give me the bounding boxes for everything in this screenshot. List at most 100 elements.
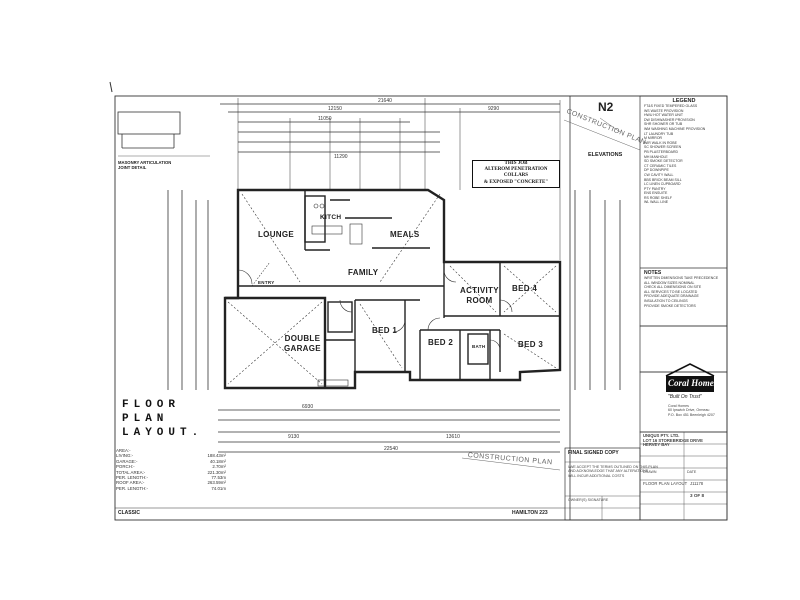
room-activity-line-2: ROOM	[466, 296, 493, 305]
area-row: TOTAL AREA:-221.30m²	[116, 469, 226, 475]
legend-item: CW CAVITY WALL	[644, 172, 674, 177]
title-line-3: LAYOUT.	[122, 427, 204, 439]
legend-title: LEGEND	[672, 98, 696, 104]
room-bed2: BED 2	[428, 338, 454, 347]
legend-item: LT LAUNDRY TUB	[644, 131, 674, 136]
notice-line-2: ALTEROM PENETRATION COLLARS	[484, 167, 548, 179]
note-item: CHECK ALL DIMENSIONS ON SITE	[644, 285, 702, 290]
legend-item: PB PLASTERBOARD	[644, 149, 679, 154]
room-activity: ACTIVITY ROOM	[460, 286, 499, 306]
masonry-detail-line-2: JOINT DETAIL	[118, 165, 147, 170]
legend-item: SD SMOKE DETECTOR	[644, 159, 683, 164]
client-line-3: HERVEY BAY	[643, 442, 670, 448]
note-item: PROVIDE SMOKE DETECTORS	[644, 303, 696, 308]
masonry-detail-label: MASONRY ARTICULATION JOINT DETAIL	[118, 160, 171, 170]
dim-bottom-overall: 22540	[384, 446, 398, 452]
signed-copy-line-3: WILL INCUR ADDITIONAL COSTS	[568, 473, 625, 478]
note-item: PROVIDE ADEQUATE DRAINAGE	[644, 294, 699, 299]
area-row: PER. LENGTH:-77.53m	[116, 475, 226, 481]
room-bed3: BED 3	[518, 340, 544, 349]
area-row: PER. LENGTH:-74.01m	[116, 485, 226, 491]
sheet-number: 3 OF 8	[690, 493, 705, 498]
title-line-2: PLAN	[122, 413, 169, 425]
brand-name: Coral Homes	[668, 378, 718, 388]
legend-item: RS ROBE SHELF	[644, 195, 673, 200]
client-line-1: UNIQUS PTY. LTD.	[643, 433, 680, 438]
signed-copy-line-2: AND ACKNOWLEDGE THAT ANY ALTERATIONS	[568, 469, 649, 474]
client-line-2: LOT 16 STOREBRIDGE DRIVE	[643, 437, 703, 443]
room-bed1: BED 1	[372, 326, 398, 335]
legend-item: MH MANHOLE	[644, 154, 668, 159]
area-row: PORCH:-2.70m²	[116, 464, 226, 470]
floor-plan-title: FLOOR PLAN LAYOUT.	[122, 398, 203, 440]
signature-label: OWNER(S) SIGNATURE	[568, 498, 609, 502]
room-bath: BATH	[472, 344, 486, 349]
room-activity-line-1: ACTIVITY	[460, 286, 499, 295]
company-address: Coral Homes 60 Ipswich Drive, Ormeau P.O…	[668, 404, 715, 417]
notice-line-3: & EXPOSED "CONCRETE"	[483, 179, 549, 185]
signed-copy-title: FINAL SIGNED COPY	[568, 450, 619, 456]
date-label: DATE	[687, 470, 697, 474]
legend-item: DP DOWNPIPE	[644, 168, 669, 173]
legend-item: WM WASHING MACHINE PROVISION	[644, 126, 706, 131]
legend-item: HWU HOT WATER UNIT	[644, 113, 684, 118]
room-meals: MEALS	[390, 230, 420, 239]
note-item: WRITTEN DIMENSIONS TAKE PRECEDENCE	[644, 276, 719, 280]
legend-item: CT CERAMIC TILES	[644, 163, 677, 168]
notes-panel: NOTES WRITTEN DIMENSIONS TAKE PRECEDENCE…	[644, 270, 724, 308]
legend-item: PTY PANTRY	[644, 186, 666, 191]
drawn-label: DRAWN	[643, 470, 657, 474]
dim-bottom-c: 6930	[302, 404, 314, 410]
masonry-detail-line-1: MASONRY ARTICULATION	[118, 160, 172, 165]
legend-item: SC SHOWER SCREEN	[644, 145, 682, 150]
room-bed4: BED 4	[512, 284, 538, 293]
legend-panel: LEGEND FT&S FIXED TEMPERED GLASS WS WAST…	[644, 98, 724, 205]
areas-table: AREA:- LIVING:-188.43m² GARAGE:-40.18m² …	[116, 448, 226, 491]
legend-item: WL WALL LINE	[644, 200, 669, 205]
dim-top-left: 12150	[328, 106, 342, 112]
elevations-label: ELEVATIONS	[588, 152, 623, 158]
legend-item: SHR SHOWER OR TUB	[644, 122, 683, 127]
area-row: AREA:-	[116, 448, 131, 453]
note-item: INSULATION TO CEILINGS	[644, 298, 688, 303]
brand-tagline: "Built On Trust"	[668, 394, 702, 400]
address-line-2: P.O. Box 451 Beenleigh 4207	[668, 412, 715, 417]
legend-item: ENS ENSUITE	[644, 191, 668, 196]
room-family: FAMILY	[348, 268, 379, 277]
dim-inner: 11290	[334, 154, 348, 160]
dim-bottom-b: 13610	[446, 434, 460, 440]
address-line-1: 60 Ipswich Drive, Ormeau	[668, 408, 710, 413]
area-row: LIVING:-188.43m²	[116, 453, 226, 459]
client-block: UNIQUS PTY. LTD. LOT 16 STOREBRIDGE DRIV…	[643, 433, 703, 448]
legend-item: M MIRROR	[644, 136, 663, 141]
house-name: HAMILTON 223	[512, 510, 548, 516]
note-item: ALL SERVICES TO BE LOCATED	[644, 289, 698, 294]
style-label: CLASSIC	[118, 510, 140, 516]
job-number: J11178	[690, 481, 704, 486]
dim-bottom-a: 9130	[288, 434, 300, 440]
model-code: N2	[598, 100, 614, 114]
title-line-1: FLOOR	[122, 399, 181, 411]
notes-title: NOTES	[644, 270, 662, 276]
legend-item: WIR WALK IN ROBE	[644, 140, 677, 145]
area-row: GARAGE:-40.18m²	[116, 458, 226, 464]
company-name: Coral Homes	[668, 404, 689, 408]
legend-item: DW DISHWASHER PROVISION	[644, 117, 695, 122]
dim-overall-top: 21640	[378, 98, 392, 104]
legend-item: LC LINEN CUPBOARD	[644, 182, 681, 187]
room-lounge: LOUNGE	[258, 230, 295, 239]
dim-top-right: 9290	[488, 106, 500, 112]
legend-item: WS WASTE PROVISION	[644, 108, 684, 113]
legend-item: BBS BRICK BEAM SILL	[644, 177, 682, 182]
signed-copy-line-1: I/WE ACCEPT THE TERMS OUTLINED ON THIS P…	[568, 465, 658, 469]
sheet-label: FLOOR PLAN LAYOUT	[643, 481, 688, 486]
room-entry: ENTRY	[258, 280, 275, 285]
area-row: ROOF AREA:-263.59m²	[116, 480, 226, 486]
notice-line-1: THIS JOB	[504, 161, 528, 166]
dim-top-mid: 11050	[318, 116, 332, 122]
room-kitch: KITCH	[320, 214, 342, 221]
signed-copy-text: I/WE ACCEPT THE TERMS OUTLINED ON THIS P…	[568, 465, 658, 478]
notice-box: THIS JOB ALTEROM PENETRATION COLLARS & E…	[472, 160, 560, 188]
